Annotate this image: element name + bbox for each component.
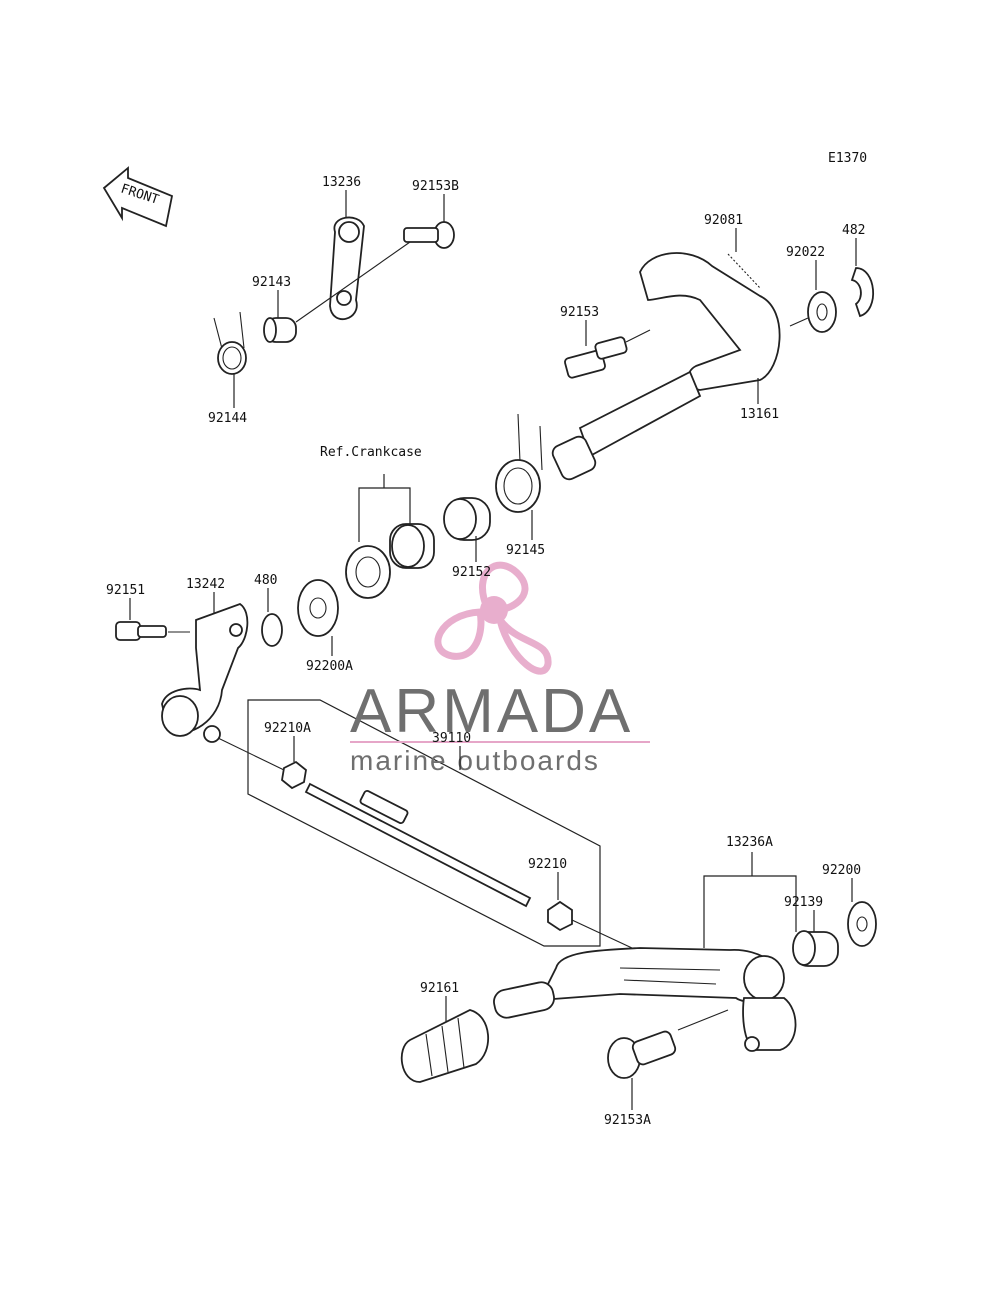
front-arrow-icon: FRONT: [102, 166, 174, 228]
part-label[interactable]: 92210A: [264, 721, 311, 736]
footpeg-shaft: [493, 981, 555, 1019]
part-label[interactable]: 13242: [186, 577, 225, 592]
watermark-brand: ARMADA: [350, 677, 633, 746]
circlip-482: [850, 267, 874, 318]
part-label[interactable]: 92145: [506, 543, 545, 558]
part-label[interactable]: 13236A: [726, 835, 773, 850]
bolt-92153A: [607, 1030, 677, 1079]
lever-13242: [161, 602, 249, 743]
watermark-tagline: marine outboards: [350, 745, 600, 776]
part-label[interactable]: 482: [842, 223, 865, 238]
part-label[interactable]: 92153B: [412, 179, 459, 194]
bolt-92153: [564, 336, 628, 379]
part-label[interactable]: 13161: [740, 407, 779, 422]
part-label[interactable]: 92153A: [604, 1113, 651, 1128]
spring-92145: [495, 413, 543, 513]
circlip-480: [261, 613, 283, 647]
spring-92144: [213, 311, 247, 375]
bushing-92139: [792, 930, 839, 967]
part-label[interactable]: 92144: [208, 411, 247, 426]
nut-92210: [547, 900, 573, 932]
bolt-92151: [115, 621, 167, 641]
part-label[interactable]: 92153: [560, 305, 599, 320]
assembly-bracket: [247, 699, 601, 947]
part-label[interactable]: 92151: [106, 583, 145, 598]
ref-crankcase-label: Ref.Crankcase: [320, 445, 422, 460]
part-label[interactable]: 92152: [452, 565, 491, 580]
washer-92022: [807, 291, 837, 333]
assembly-line: [625, 329, 651, 343]
shift-arm-13236: [329, 216, 365, 321]
assembly-line: [217, 737, 285, 771]
part-label[interactable]: 39110: [432, 731, 471, 746]
needle-bearing: [389, 523, 435, 569]
leader-line: [703, 852, 797, 948]
part-label[interactable]: 480: [254, 573, 277, 588]
collar-92152: [443, 497, 491, 541]
part-label[interactable]: 92200: [822, 863, 861, 878]
shift-pedal-13236A: [538, 947, 797, 1052]
assembly-line: [295, 241, 411, 323]
footpeg-rubber-92161: [400, 1009, 490, 1083]
assembly-line: [677, 1009, 729, 1031]
washer-92200: [847, 901, 877, 947]
part-label[interactable]: 13236: [322, 175, 361, 190]
bolt-92153B: [403, 221, 455, 249]
assembly-line: [571, 919, 633, 949]
washer-92200A: [297, 579, 339, 637]
part-label[interactable]: 92081: [704, 213, 743, 228]
assembly-line: [789, 317, 809, 327]
diagram-code: E1370: [828, 151, 867, 166]
part-label[interactable]: 92161: [420, 981, 459, 996]
part-label[interactable]: 92139: [784, 895, 823, 910]
part-label[interactable]: 92210: [528, 857, 567, 872]
part-label[interactable]: 92022: [786, 245, 825, 260]
part-label[interactable]: 92200A: [306, 659, 353, 674]
oil-seal: [345, 545, 391, 599]
shift-shaft-13161: [551, 252, 781, 481]
armada-logo-icon: [434, 561, 552, 675]
part-label[interactable]: 92143: [252, 275, 291, 290]
collar-92143: [263, 317, 297, 343]
ref-bracket: [358, 474, 411, 542]
tie-rod-39110: [304, 782, 532, 908]
nut-92210A: [281, 760, 307, 790]
